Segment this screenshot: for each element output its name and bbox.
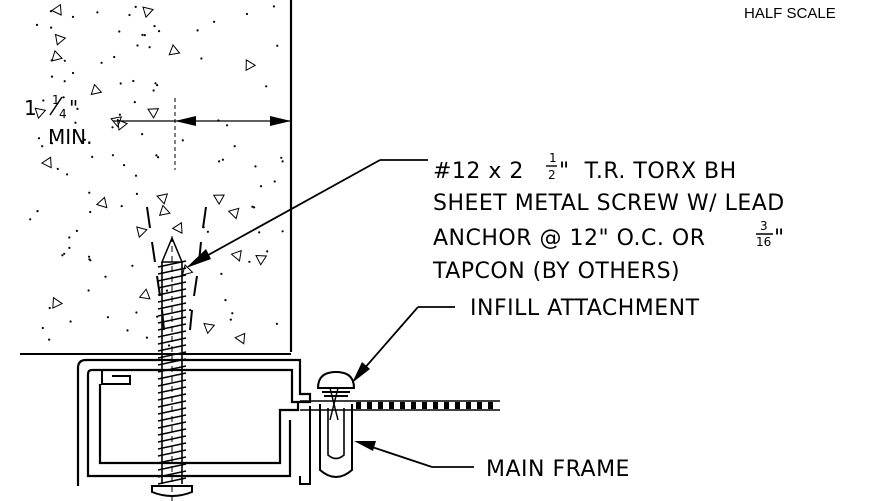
screw-note-arrow <box>186 249 211 268</box>
main-frame-end-return <box>299 406 311 485</box>
main-frame-extrusion <box>76 358 353 486</box>
dimension-arrow-right <box>270 116 291 126</box>
dimension-min-label: MIN. <box>48 125 92 149</box>
screw-note-line3-frac-num: 3 <box>760 219 768 233</box>
screw-note-line1-prefix: #12 x 2 <box>433 159 524 184</box>
main-frame-inner-wall <box>98 384 300 465</box>
screw-note-line1-frac-den: 2 <box>548 168 556 182</box>
edge-distance-dimension: 1 1 4 " MIN. <box>24 93 291 170</box>
screw-note-line1-frac-num: 1 <box>549 151 557 165</box>
infill-panel <box>300 400 500 411</box>
screw-threads <box>157 260 187 485</box>
screw-head <box>151 485 193 497</box>
concrete-stipple-pattern <box>29 3 284 347</box>
screw-callout-note: #12 x 2 1 2 " T.R. TORX BH SHEET METAL S… <box>432 151 785 284</box>
screw-tip <box>160 236 184 263</box>
dimension-whole: 1 <box>24 96 37 120</box>
infill-panel-ribs <box>356 402 493 409</box>
infill-leader-arrow <box>352 362 370 383</box>
dimension-fraction-slash <box>49 96 63 116</box>
scale-label: HALF SCALE <box>744 5 836 22</box>
screw-note-leader <box>191 159 381 265</box>
screw-note-line4: TAPCON (BY OTHERS) <box>432 259 680 284</box>
infill-attachment-label: INFILL ATTACHMENT <box>470 296 700 321</box>
concrete-substrate <box>20 0 293 355</box>
leader-lines <box>186 159 474 468</box>
main-frame-label: MAIN FRAME <box>486 457 630 482</box>
main-frame-clip-hook <box>101 370 131 385</box>
screw-note-line3-suffix: " <box>774 226 785 251</box>
dimension-fraction-den: 4 <box>59 107 67 121</box>
main-frame-outer-wall <box>76 358 312 486</box>
dimension-inch-mark: " <box>69 96 78 120</box>
infill-channel-socket <box>319 404 353 478</box>
fastener-head <box>316 370 356 389</box>
infill-channel-inner <box>327 408 345 460</box>
screw-note-line2: SHEET METAL SCREW W/ LEAD <box>433 191 785 216</box>
screw-note-line1-suffix: " T.R. TORX BH <box>559 159 737 184</box>
infill-fastener <box>316 370 356 421</box>
dimension-arrow-left <box>175 116 196 126</box>
dimension-fraction-num: 1 <box>52 93 60 107</box>
screw-note-line3-frac-den: 16 <box>756 235 771 249</box>
main-frame-leader-arrow <box>354 441 376 451</box>
sheet-metal-screw <box>151 236 193 501</box>
screw-note-line3-prefix: ANCHOR @ 12" O.C. OR <box>433 226 705 251</box>
